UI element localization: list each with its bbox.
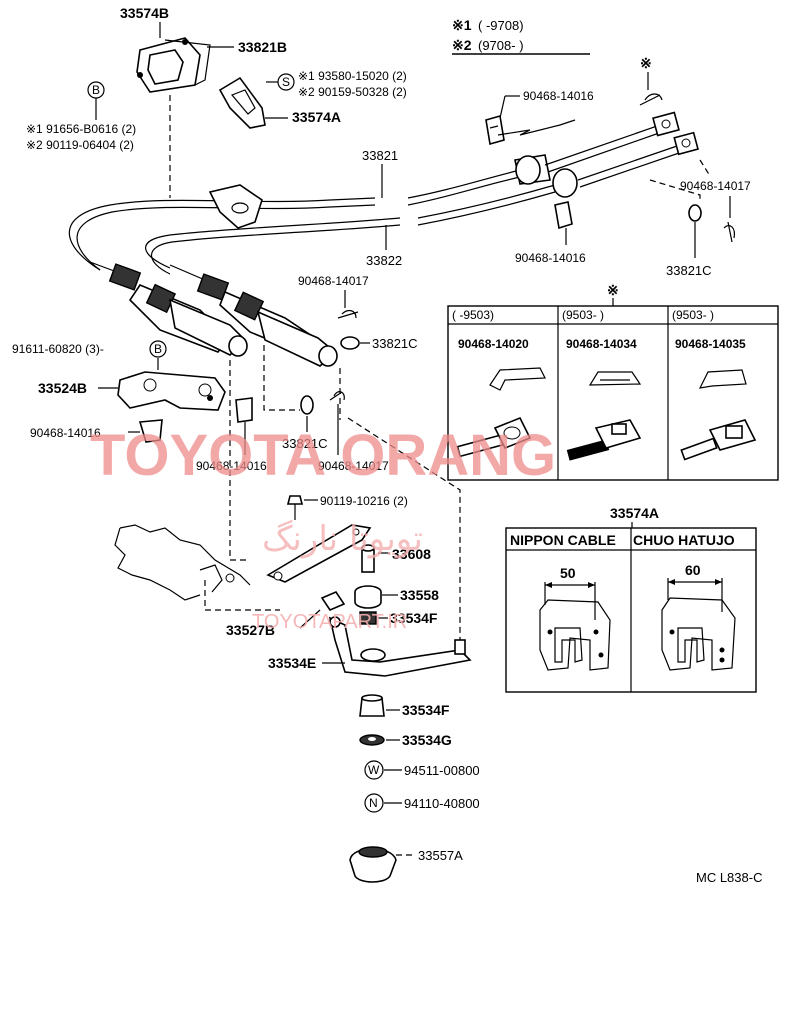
label-clip-left: 90468-14016 xyxy=(30,426,101,440)
label-33821C-right: 33821C xyxy=(666,263,712,278)
washer-33534G xyxy=(359,734,385,746)
svg-text:( -9708): ( -9708) xyxy=(478,18,524,33)
svg-text:W: W xyxy=(368,763,380,777)
table-part-1: 90468-14020 xyxy=(458,337,529,351)
table-header-1: ( -9503) xyxy=(452,308,494,322)
dim-chuo: 60 xyxy=(685,562,701,578)
label-bolt-alt2: ※2 90119-06404 (2) xyxy=(26,138,134,152)
label-33557A: 33557A xyxy=(418,848,463,863)
table-header-2: (9503- ) xyxy=(562,308,604,322)
bracket-header-chuo: CHUO HATUJO xyxy=(633,532,735,548)
lever-33608 xyxy=(266,524,375,583)
label-nut: 94110-40800 xyxy=(404,796,480,811)
label-33558: 33558 xyxy=(400,587,439,603)
label-33534G: 33534G xyxy=(402,732,452,748)
asterisk-mark-table: ※ xyxy=(607,282,619,298)
n-circle-icon xyxy=(364,793,384,813)
svg-text:※1: ※1 xyxy=(452,17,472,33)
bushing-33558 xyxy=(354,585,382,609)
label-bolt-91611: 91611-60820 (3)- xyxy=(12,342,104,356)
w-circle-icon xyxy=(364,760,384,780)
table-header-3: (9503- ) xyxy=(672,308,714,322)
label-washer: 94511-00800 xyxy=(404,763,480,778)
table-part-3: 90468-14035 xyxy=(675,337,746,351)
bracket-variant-table: 33574A NIPPON CABLE CHUO HATUJO 50 60 xyxy=(505,505,757,693)
block-33527B xyxy=(320,591,346,611)
clip-90468-14016-mid xyxy=(554,201,573,230)
label-clip-17-upper: 90468-14017 xyxy=(298,274,369,288)
label-33527B: 33527B xyxy=(226,622,275,638)
label-33821C-mid: 33821C xyxy=(372,336,418,351)
clip-90468-14016-top xyxy=(485,114,505,146)
dim-nippon: 50 xyxy=(560,565,576,581)
boot-33574B xyxy=(136,37,211,93)
label-clip-low-b: 90468-14017 xyxy=(318,459,389,473)
variant-legend: ※1 ( -9708) ※2 (9708- ) xyxy=(452,17,590,55)
bolt-90119 xyxy=(286,495,304,520)
label-clip-top: 90468-14016 xyxy=(523,89,594,103)
label-33574B: 33574B xyxy=(120,5,169,21)
washer-33821C-mid xyxy=(340,336,360,350)
label-screw-alt2: ※2 90159-50328 (2) xyxy=(298,85,407,99)
label-33534F-low: 33534F xyxy=(402,702,450,718)
label-clip-right: 90468-14017 xyxy=(680,179,751,193)
svg-text:※2: ※2 xyxy=(452,37,472,53)
washer-33821C-low xyxy=(300,395,314,415)
svg-text:(9708- ): (9708- ) xyxy=(478,38,524,53)
diagram-code: MC L838-C xyxy=(696,870,762,885)
transmission-outline xyxy=(114,524,280,611)
label-33821B: 33821B xyxy=(238,39,287,55)
label-bolt-alt1: ※1 91656-B0616 (2) xyxy=(26,122,136,136)
b-circle-icon-2 xyxy=(149,340,167,358)
bracket-table-title: 33574A xyxy=(610,505,659,521)
control-cables xyxy=(68,111,699,367)
svg-text:B: B xyxy=(92,83,100,97)
svg-text:S: S xyxy=(282,75,290,89)
label-33822: 33822 xyxy=(366,253,402,268)
label-clip-mid: 90468-14016 xyxy=(515,251,586,265)
svg-text:N: N xyxy=(369,796,378,810)
washer-33821C-right xyxy=(688,204,702,222)
label-33821C-low: 33821C xyxy=(282,436,328,451)
bracket-33524B xyxy=(117,371,226,411)
label-33524B: 33524B xyxy=(38,380,87,396)
svg-text:B: B xyxy=(154,342,162,356)
label-33534F-up: 33534F xyxy=(390,610,438,626)
label-33574A-top: 33574A xyxy=(292,109,341,125)
seat-33534F-low xyxy=(359,694,385,717)
table-part-2: 90468-14034 xyxy=(566,337,637,351)
label-33608: 33608 xyxy=(392,546,431,562)
bracket-header-nippon: NIPPON CABLE xyxy=(510,532,616,548)
asterisk-mark-top: ※ xyxy=(640,55,652,71)
clip-90468-14016-left xyxy=(138,419,163,443)
watermark-main: TOYOTA ORANG xyxy=(90,423,556,488)
clip-90468-14016-low xyxy=(235,397,253,423)
label-screw-alt1: ※1 93580-15020 (2) xyxy=(298,69,407,83)
bracket-33574A-top xyxy=(218,76,266,129)
clip-variant-table: ※ ( -9503) (9503- ) (9503- ) 90468-14020… xyxy=(447,282,779,481)
label-bolt-90119: 90119-10216 (2) xyxy=(320,494,408,508)
label-clip-low-a: 90468-14016 xyxy=(196,459,267,473)
label-33821: 33821 xyxy=(362,148,398,163)
label-33534E: 33534E xyxy=(268,655,316,671)
knob-33557A xyxy=(349,846,397,883)
seat-33534F-up xyxy=(359,611,377,625)
lever-33534E xyxy=(328,616,472,677)
watermark-persian: تویوتا نارنگ xyxy=(262,519,423,559)
watermark-site: TOYOTAPART.IR xyxy=(252,611,407,633)
